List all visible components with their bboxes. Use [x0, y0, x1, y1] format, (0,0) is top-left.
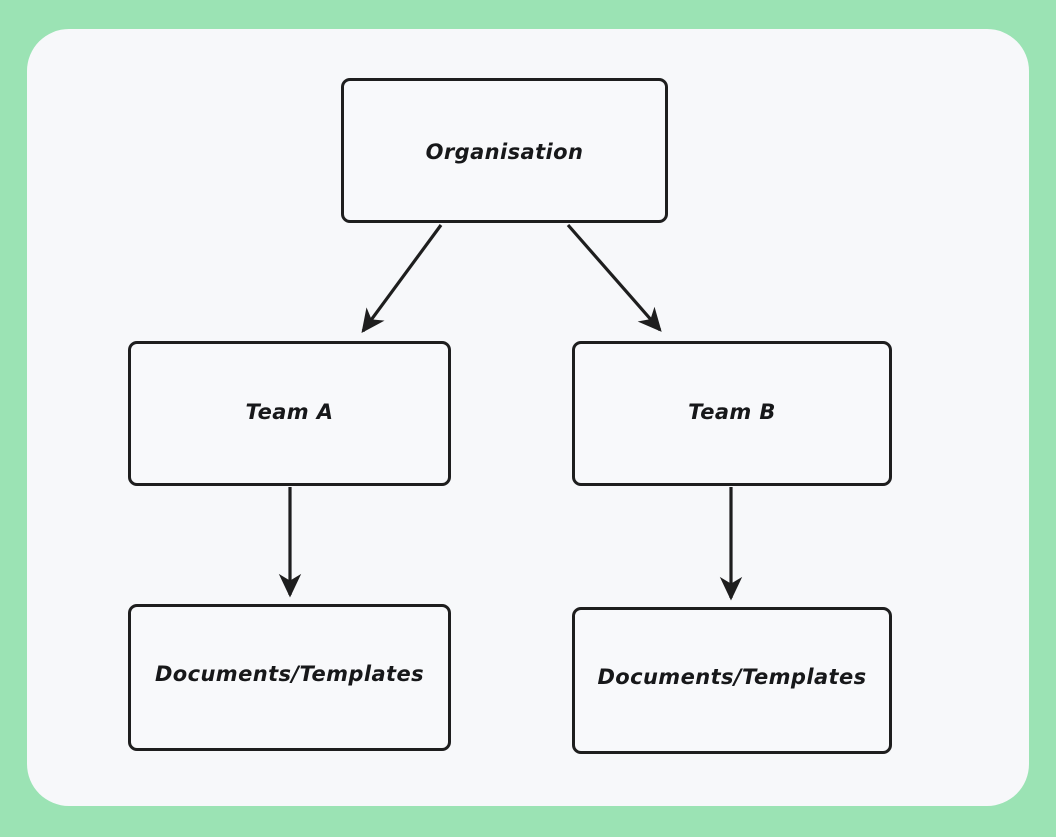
node-organisation[interactable]: Organisation [341, 78, 668, 223]
node-team-b-label: Team B [688, 400, 776, 424]
node-documents-templates-b[interactable]: Documents/Templates [572, 607, 892, 754]
node-team-a-label: Team A [245, 400, 334, 424]
node-team-a[interactable]: Team A [128, 341, 451, 486]
node-organisation-label: Organisation [425, 140, 584, 164]
node-documents-templates-a[interactable]: Documents/Templates [128, 604, 451, 751]
node-team-b[interactable]: Team B [572, 341, 892, 486]
node-documents-templates-b-label: Documents/Templates [597, 665, 867, 689]
node-documents-templates-a-label: Documents/Templates [154, 662, 425, 686]
